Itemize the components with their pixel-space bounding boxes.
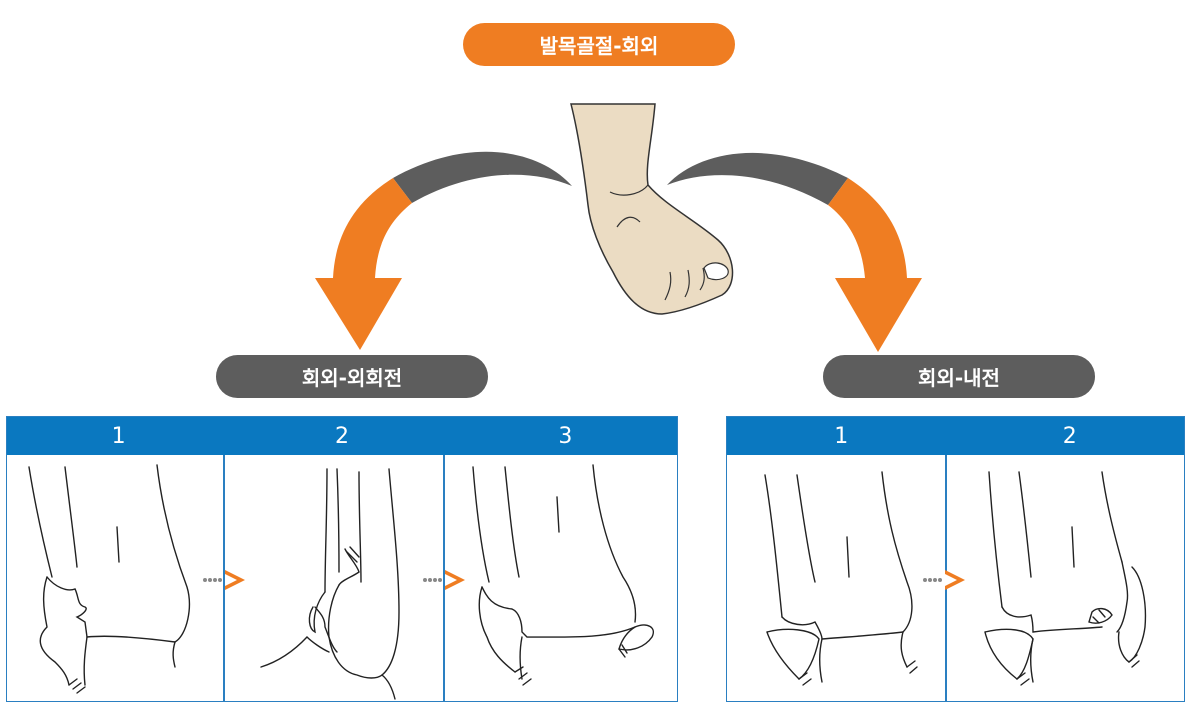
right-steps-panel: 1 2 [726, 416, 1185, 702]
left-step-2-label: 2 [334, 423, 349, 449]
left-group-label: 회외-외회전 [301, 366, 403, 390]
right-group-label: 회외-내전 [918, 366, 1000, 390]
left-step-3-drawing [472, 464, 654, 686]
left-steps-panel: 1 2 3 [6, 416, 678, 702]
left-arrow-gray-tail [393, 151, 572, 203]
left-steps-header: 1 2 3 [7, 417, 677, 455]
left-group-pill: 회외-외회전 [216, 355, 488, 398]
left-connector-2 [423, 570, 465, 590]
left-connector-1 [203, 570, 245, 590]
left-divider-2 [443, 455, 445, 701]
foot-illustration [570, 103, 734, 315]
right-group-pill: 회외-내전 [823, 355, 1095, 398]
right-step-1-label: 1 [834, 423, 849, 449]
right-step-2-drawing [984, 471, 1147, 686]
left-curved-arrow [315, 151, 572, 350]
right-step-1-drawing [764, 471, 918, 686]
title-pill: 발목골절-회외 [463, 23, 735, 66]
left-divider-1 [223, 455, 225, 701]
left-arrow-head [315, 278, 402, 350]
right-connector-1 [923, 570, 965, 590]
left-step-3-label: 3 [558, 423, 573, 449]
right-arrow-gray-tail [667, 152, 848, 205]
left-step-1-label: 1 [111, 423, 126, 449]
left-step-2-drawing [260, 468, 400, 700]
right-arrow-head [835, 278, 922, 352]
left-bone-drawings [28, 464, 654, 700]
right-curved-arrow [667, 152, 922, 352]
right-arrow-orange-body [828, 178, 907, 278]
left-arrow-orange-body [333, 178, 412, 278]
right-bone-drawings [764, 471, 1147, 686]
right-steps-header: 1 2 [727, 417, 1184, 455]
left-step-1-drawing [28, 464, 191, 694]
title-text: 발목골절-회외 [539, 34, 659, 58]
right-step-2-label: 2 [1062, 423, 1077, 449]
